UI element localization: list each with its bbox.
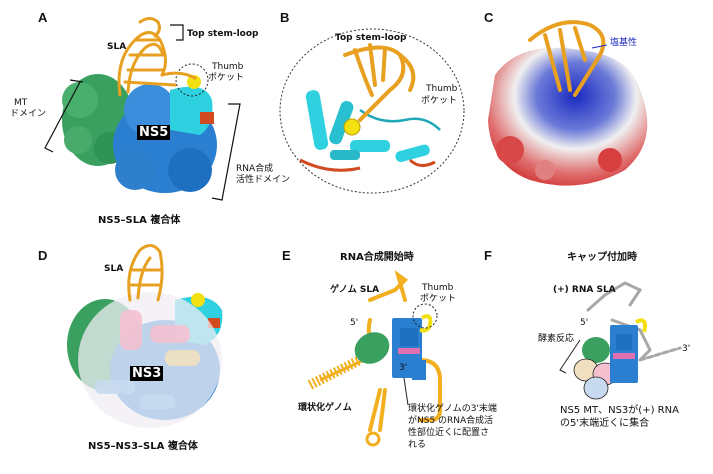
panel-e-genome-sla-label: ゲノム SLA xyxy=(330,285,380,295)
panel-c-basic-label: 塩基性 xyxy=(610,38,638,48)
panel-a-pocket-label: ポケット xyxy=(208,73,245,83)
panel-f-note-line1: NS5 MT、NS3が(+) RNA xyxy=(560,405,679,416)
panel-f-plus-rna-sla-label: (+) RNA SLA xyxy=(553,285,616,295)
panel-e-title: RNA合成開始時 xyxy=(340,252,414,263)
panel-f-5prime-label: 5' xyxy=(580,318,589,328)
panel-f-enzyme-label: 酵素反応 xyxy=(538,334,575,344)
panel-a-ns5-label: NS5 xyxy=(137,125,171,140)
panel-e-5prime-label: 5' xyxy=(350,318,359,328)
thumb-pocket-circle xyxy=(175,63,209,97)
panel-f-letter: F xyxy=(484,248,492,263)
panel-c-letter: C xyxy=(484,10,494,25)
panel-e-note-line3: 性部位近くに配置さ xyxy=(408,428,490,438)
panel-a-caption: NS5–SLA 複合体 xyxy=(98,215,181,226)
panel-e-pocket-label: ポケット xyxy=(420,294,457,304)
panel-f-note-line2: の5'末端近くに集合 xyxy=(560,418,650,429)
panel-a-letter: A xyxy=(38,10,48,25)
panel-e-note-line1: 環状化ゲノムの3'末端 xyxy=(408,404,497,414)
panel-f-3prime-label: 3' xyxy=(682,344,691,354)
panel-a-domain-label: ドメイン xyxy=(10,109,47,119)
panel-f-title: キャップ付加時 xyxy=(567,252,637,263)
panel-e-thumb-label: Thumb xyxy=(422,283,454,293)
panel-d-ns3-label: NS3 xyxy=(130,366,164,381)
panel-e-circular-genome-label: 環状化ゲノム xyxy=(298,403,352,413)
panel-b-thumb-label: Thumb xyxy=(426,84,458,94)
panel-b-letter: B xyxy=(280,10,290,25)
panel-d-letter: D xyxy=(38,248,48,263)
panel-b-top-stem-loop-label: Top stem-loop xyxy=(335,33,407,43)
panel-b-pocket-label: ポケット xyxy=(421,96,458,106)
sla-rna xyxy=(117,17,197,97)
panel-a-mt-label: MT xyxy=(14,98,28,108)
panel-a-rna-synth-label: RNA合成 xyxy=(236,164,274,174)
panel-e-3prime-label: 3' xyxy=(399,363,408,373)
panel-e-note-line2: がNS5 のRNA合成活 xyxy=(408,416,494,426)
panel-e-letter: E xyxy=(282,248,291,263)
panel-a-sla-label: SLA xyxy=(107,42,127,52)
panel-d-sla-label: SLA xyxy=(104,264,124,274)
panel-a-top-stem-loop-label: Top stem-loop xyxy=(187,29,259,39)
panel-d-caption: NS5–NS3–SLA 複合体 xyxy=(88,441,198,452)
panel-a-thumb-label: Thumb xyxy=(212,62,244,72)
panel-a-active-domain-label: 活性ドメイン xyxy=(236,175,291,185)
panel-e-note-line4: れる xyxy=(408,440,427,450)
